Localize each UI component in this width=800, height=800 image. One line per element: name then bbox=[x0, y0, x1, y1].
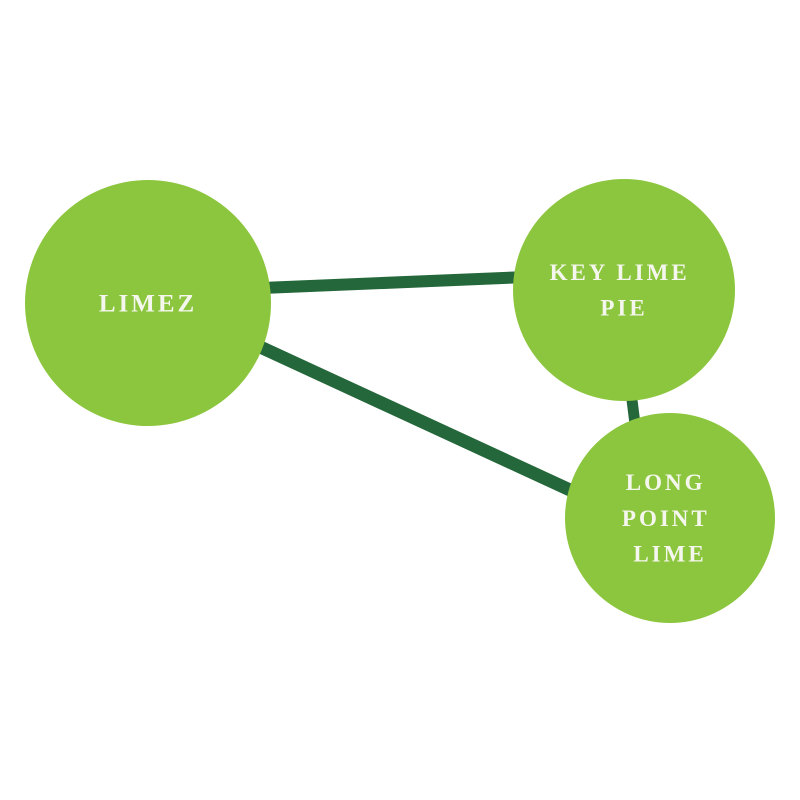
node-limez-circle[interactable] bbox=[25, 180, 271, 426]
node-key-lime-pie[interactable]: KEY LIME PIE bbox=[513, 179, 735, 401]
node-limez-label-line-1: LIMEZ bbox=[99, 291, 197, 318]
node-long-point-lime[interactable]: LONG POINT LIME bbox=[565, 413, 775, 623]
node-long-point-lime-label: LONG POINT LIME bbox=[622, 470, 718, 566]
node-long-point-lime-label-line-1: LONG bbox=[626, 470, 706, 495]
node-key-lime-pie-label-line-2: PIE bbox=[600, 296, 647, 321]
node-limez[interactable]: LIMEZ bbox=[25, 180, 271, 426]
node-long-point-lime-label-line-2: POINT bbox=[622, 506, 709, 531]
node-key-lime-pie-circle[interactable] bbox=[513, 179, 735, 401]
node-long-point-lime-circle[interactable] bbox=[565, 413, 775, 623]
edge-limez-key-lime-pie[interactable] bbox=[261, 271, 528, 294]
node-limez-label: LIMEZ bbox=[99, 291, 197, 318]
node-key-lime-pie-label-line-1: KEY LIME bbox=[550, 260, 690, 285]
edge-limez-long-point-lime[interactable] bbox=[253, 339, 586, 502]
node-key-lime-pie-label: KEY LIME PIE bbox=[550, 260, 699, 321]
node-long-point-lime-label-line-3: LIME bbox=[633, 541, 706, 566]
node-layer: LIMEZ KEY LIME PIE LONG POINT LIME bbox=[25, 179, 775, 623]
